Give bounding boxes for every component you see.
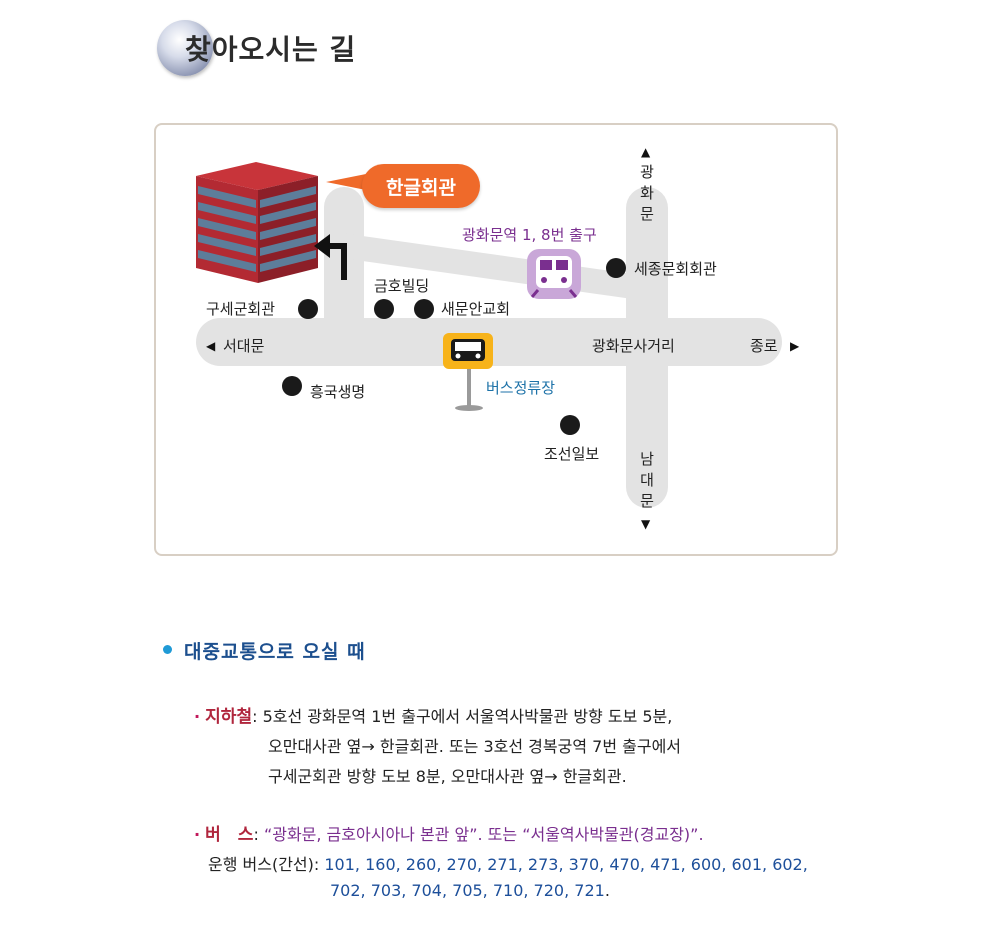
- east-arrow-icon: ▶: [790, 339, 800, 353]
- direction-south-label: 남대문: [640, 450, 654, 510]
- west-arrow-icon: ◀: [206, 339, 216, 353]
- landmark-marker-guse: [298, 299, 318, 319]
- bus-stop-label: 버스정류장: [486, 379, 556, 397]
- bus-info-line-3: 702, 703, 704, 705, 710, 720, 721.: [330, 881, 610, 900]
- landmark-marker-chosun: [560, 415, 580, 435]
- hall-name-label: 한글회관: [362, 164, 480, 208]
- subway-icon: [527, 249, 581, 299]
- subway-exit-label: 광화문역 1, 8번 출구: [462, 226, 597, 244]
- landmark-marker-heungkuk: [282, 376, 302, 396]
- bus-stop-names: “광화문, 금호아시아나 본관 앞”. 또는 “서울역사박물관(경교장)”.: [263, 825, 704, 844]
- bus-info-line-1: · 버 스: “광화문, 금호아시아나 본관 앞”. 또는 “서울역사박물관(경…: [194, 820, 704, 845]
- turn-left-arrow-icon: [314, 234, 347, 280]
- direction-east-label: 종로: [750, 337, 778, 355]
- landmark-label-geumho: 금호빌딩: [374, 277, 430, 295]
- bus-key-label: 버 스: [205, 825, 254, 845]
- bus-bullet: ·: [194, 825, 201, 844]
- subway-text-1: : 5호선 광화문역 1번 출구에서 서울역사박물관 방향 도보 5분,: [252, 707, 673, 726]
- bus-stop-icon: [443, 333, 493, 411]
- hanguel-hall-building-icon: [196, 162, 318, 283]
- subway-key-label: 지하철: [205, 707, 253, 727]
- intersection-label: 광화문사거리: [592, 337, 675, 355]
- landmark-marker-saemunan: [414, 299, 434, 319]
- landmark-label-sejong: 세종문회회관: [634, 260, 717, 278]
- bus-routes-period: .: [604, 881, 610, 900]
- bus-routes-line-2: 702, 703, 704, 705, 710, 720, 721: [330, 881, 605, 900]
- landmark-label-heungkuk: 흥국생명: [310, 383, 366, 401]
- subway-info-line-2: 오만대사관 옆→ 한글회관. 또는 3호선 경복궁역 7번 출구에서: [268, 737, 682, 756]
- page-title: 찾아오시는 길: [185, 33, 357, 66]
- direction-north-label: 광화문: [640, 163, 654, 223]
- subway-bullet: ·: [194, 707, 201, 726]
- title-emblem: [157, 20, 213, 76]
- hall-label-pointer: [326, 174, 366, 190]
- subway-info-line-1: · 지하철: 5호선 광화문역 1번 출구에서 서울역사박물관 방향 도보 5분…: [194, 702, 672, 727]
- bus-colon: :: [253, 825, 259, 844]
- bus-info-line-2: 운행 버스(간선): 101, 160, 260, 270, 271, 273,…: [208, 851, 808, 875]
- bus-routes-line-1: 101, 160, 260, 270, 271, 273, 370, 470, …: [324, 855, 808, 874]
- north-arrow-icon: ▲: [641, 145, 651, 159]
- direction-west-label: 서대문: [223, 337, 265, 355]
- landmark-label-chosun: 조선일보: [544, 445, 600, 463]
- subway-info-line-3: 구세군회관 방향 도보 8분, 오만대사관 옆→ 한글회관.: [268, 767, 627, 786]
- landmark-marker-sejong: [606, 258, 626, 278]
- section-bullet-icon: [163, 645, 172, 654]
- south-arrow-icon: ▼: [641, 517, 651, 531]
- landmark-marker-geumho: [374, 299, 394, 319]
- landmark-label-saemunan: 새문안교회: [441, 300, 511, 318]
- transport-section-title: 대중교통으로 오실 때: [184, 641, 366, 663]
- road-main-vertical: [626, 187, 668, 508]
- landmark-label-guse: 구세군회관: [206, 300, 276, 318]
- bus-routes-label: 운행 버스(간선):: [208, 855, 320, 874]
